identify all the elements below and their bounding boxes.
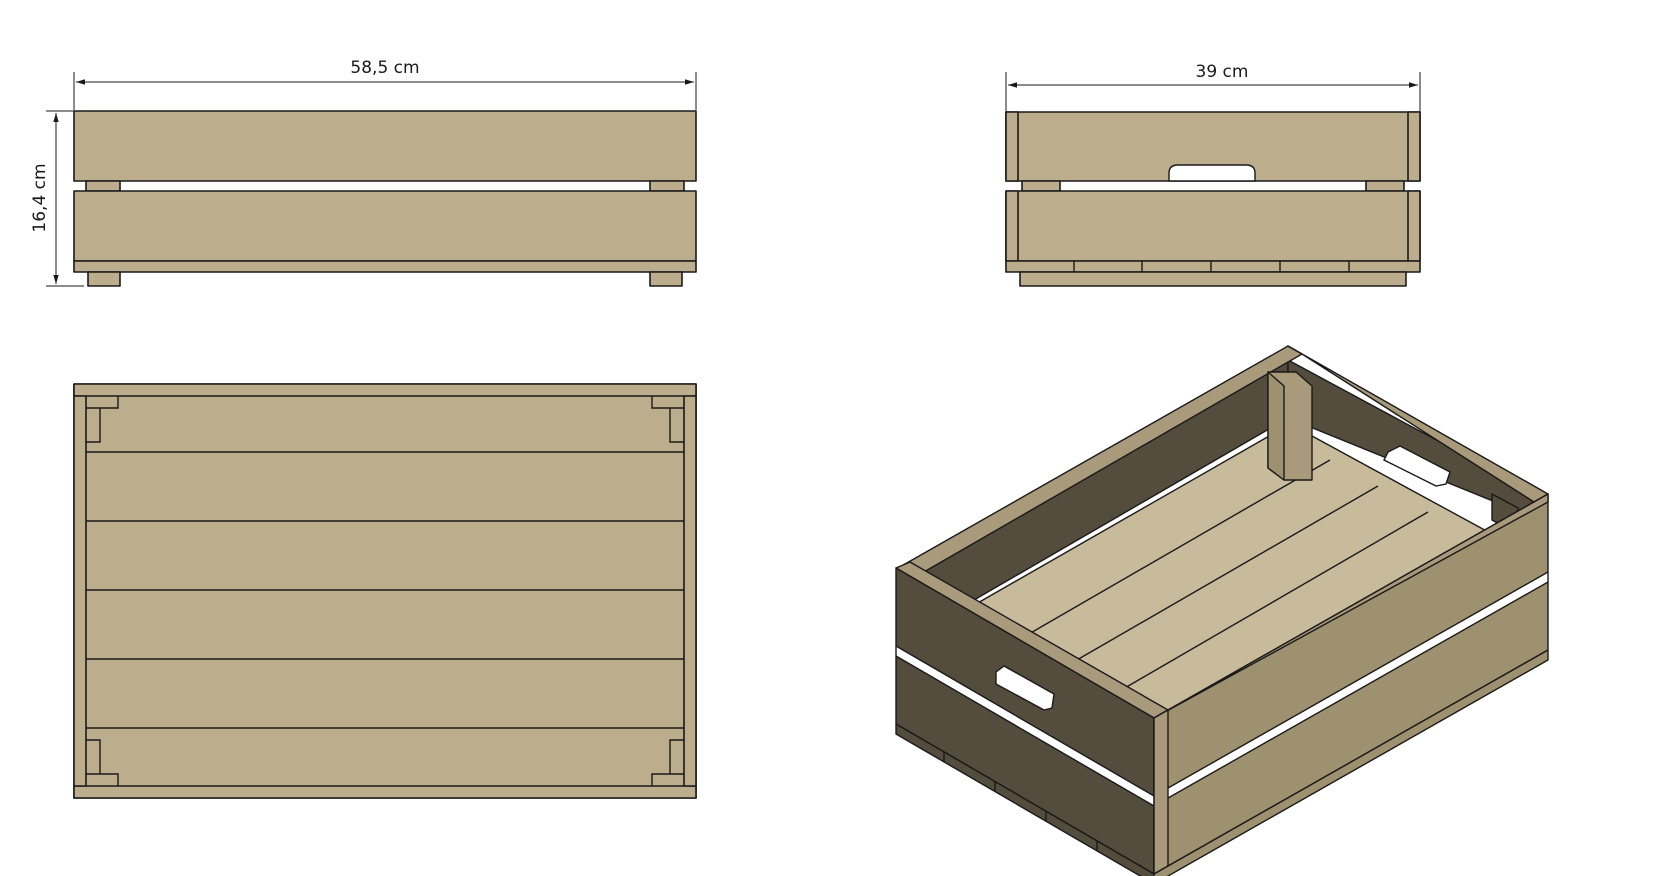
front-spacer-left — [85, 180, 121, 192]
front-top-plank — [73, 110, 697, 182]
side-view: 39 cm — [1005, 62, 1421, 287]
side-post-right-bottom — [1407, 190, 1421, 262]
side-handle-hole — [1168, 164, 1256, 182]
iso-near-handle — [995, 665, 1055, 711]
top-rim-right — [683, 395, 697, 787]
isometric-view — [895, 345, 1549, 876]
side-bottom-plank — [1005, 190, 1421, 262]
front-view: 58,5 cm 16,4 cm — [30, 58, 697, 287]
side-base-slats — [1005, 260, 1421, 273]
iso-floor-slat-lines — [1014, 459, 1429, 697]
side-post-left-bottom — [1005, 190, 1019, 262]
width-dimension: 39 cm — [1005, 62, 1421, 112]
iso-far-handle — [1383, 445, 1451, 487]
side-runner — [1019, 271, 1407, 287]
side-spacer-left — [1021, 180, 1061, 192]
iso-base-front — [1153, 649, 1549, 876]
top-rim-left — [73, 395, 87, 787]
length-dimension: 58,5 cm — [73, 58, 697, 110]
length-label: 58,5 cm — [350, 58, 419, 78]
top-outer-frame — [73, 383, 697, 799]
iso-base-slat-lines — [943, 752, 1098, 851]
front-foot-right — [649, 271, 683, 287]
height-dimension: 16,4 cm — [30, 110, 84, 287]
side-spacer-right — [1365, 180, 1405, 192]
height-label: 16,4 cm — [30, 163, 50, 232]
corner-posts — [86, 396, 684, 786]
width-label: 39 cm — [1196, 62, 1249, 82]
front-foot-left — [87, 271, 121, 287]
front-base-strip — [73, 260, 697, 273]
top-view — [73, 383, 697, 799]
front-bottom-plank — [73, 190, 697, 262]
front-spacer-right — [649, 180, 685, 192]
top-rim-top — [73, 383, 697, 397]
floor-slats — [86, 451, 684, 729]
side-post-right-top — [1407, 111, 1421, 182]
iso-base-left — [895, 723, 1155, 876]
top-rim-bottom — [73, 785, 697, 799]
side-post-left-top — [1005, 111, 1019, 182]
